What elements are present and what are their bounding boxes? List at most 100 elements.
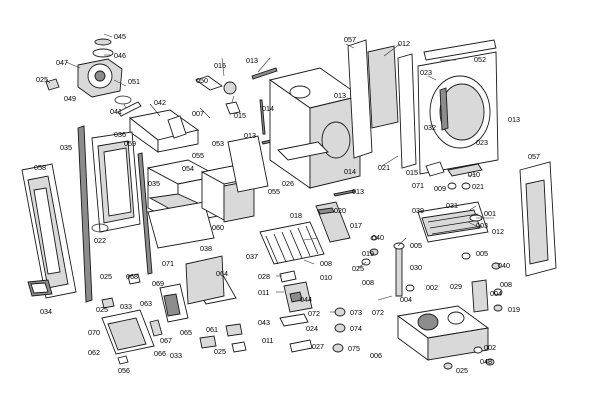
callout-002-a: 002 [426, 283, 438, 292]
callout-068: 068 [126, 272, 138, 281]
callout-024: 024 [306, 324, 318, 333]
callout-035-b: 035 [148, 179, 160, 188]
callout-054: 054 [182, 164, 194, 173]
side-panel-left [347, 39, 417, 169]
callout-029: 029 [450, 282, 462, 291]
callout-055-a: 055 [192, 151, 204, 160]
callout-035-a: 035 [60, 143, 72, 152]
callout-059: 059 [124, 139, 136, 148]
callout-040-b: 040 [498, 261, 510, 270]
callout-026: 026 [282, 179, 294, 188]
callout-007: 007 [192, 109, 204, 118]
rear-panel [417, 39, 499, 175]
leader-lines [45, 33, 494, 313]
callout-001: 001 [484, 209, 496, 218]
callout-008-a: 008 [362, 278, 374, 287]
callout-025-a: 025 [36, 75, 48, 84]
callout-074: 074 [350, 324, 362, 333]
callout-005-b: 005 [476, 249, 488, 258]
callout-021-a: 021 [378, 163, 390, 172]
callout-027: 027 [312, 342, 324, 351]
fittings-bottom-right [361, 235, 503, 370]
callout-058: 058 [34, 163, 46, 172]
callout-034: 034 [40, 307, 52, 316]
callout-006: 006 [370, 351, 382, 360]
callout-020: 020 [334, 206, 346, 215]
callout-056: 056 [118, 366, 130, 375]
callout-069: 069 [152, 279, 164, 288]
front-frame [77, 125, 153, 303]
callout-063: 063 [140, 299, 152, 308]
callout-040-a: 040 [372, 233, 384, 242]
callout-071-a: 071 [412, 181, 424, 190]
callout-014-b: 014 [344, 167, 356, 176]
callout-039: 039 [412, 206, 424, 215]
o-ring [91, 223, 109, 233]
callout-033-a: 033 [120, 302, 132, 311]
callout-labels: 045 046 047 025 049 051 041 042 050 016 … [34, 32, 540, 375]
callout-057-b: 057 [528, 152, 540, 161]
main-casing [268, 67, 362, 189]
callout-004-b: 004 [400, 295, 412, 304]
callout-071-b: 071 [162, 259, 174, 268]
callout-045: 045 [114, 32, 126, 41]
callout-036: 036 [114, 130, 126, 139]
callout-052: 052 [474, 55, 486, 64]
callout-002-b: 002 [484, 343, 496, 352]
callout-018: 018 [290, 211, 302, 220]
callout-061: 061 [206, 325, 218, 334]
front-cover-panel [21, 163, 77, 299]
callout-030: 030 [410, 263, 422, 272]
callout-067: 067 [160, 336, 172, 345]
callout-025-b: 025 [352, 264, 364, 273]
fan-assembly [45, 38, 142, 117]
callout-023-a: 023 [420, 68, 432, 77]
callout-010-a: 010 [468, 170, 480, 179]
callout-025-d: 025 [100, 272, 112, 281]
callout-011-b: 011 [262, 336, 273, 345]
gas-valve [279, 270, 313, 353]
pipe-030 [393, 242, 405, 297]
callout-053: 053 [212, 139, 224, 148]
callout-060: 060 [212, 223, 224, 232]
callout-025-e: 025 [96, 305, 108, 314]
callout-015-a: 015 [234, 111, 246, 120]
combustion-chamber [146, 75, 269, 249]
callout-005-a: 005 [410, 241, 422, 250]
callout-064: 064 [216, 269, 228, 278]
burner [259, 201, 351, 265]
callout-022: 022 [94, 236, 106, 245]
callout-031: 031 [446, 201, 458, 210]
callout-025-f: 025 [214, 347, 226, 356]
callout-013-d: 013 [352, 187, 364, 196]
callout-041: 041 [110, 107, 122, 116]
callout-049: 049 [64, 94, 76, 103]
callout-062: 062 [88, 348, 100, 357]
callout-011-a: 011 [258, 288, 269, 297]
callout-033-b: 033 [170, 351, 182, 360]
callout-015-b: 015 [406, 168, 418, 177]
callout-010-b: 010 [320, 273, 332, 282]
callout-055-b: 055 [268, 187, 280, 196]
display-window [27, 279, 53, 297]
callout-046: 046 [114, 51, 126, 60]
callout-028: 028 [258, 272, 270, 281]
callout-072-b: 072 [372, 308, 384, 317]
callout-043: 043 [258, 318, 270, 327]
callout-070: 070 [88, 328, 100, 337]
callout-003: 003 [476, 221, 488, 230]
callout-044: 044 [300, 295, 312, 304]
callout-075: 075 [348, 344, 360, 353]
callout-032: 032 [424, 123, 436, 132]
callout-037: 037 [246, 252, 258, 261]
side-panel-right [519, 161, 557, 277]
callout-008-c: 008 [500, 280, 512, 289]
callout-065: 065 [180, 328, 192, 337]
callout-017: 017 [350, 221, 362, 230]
callout-023-b: 023 [476, 138, 488, 147]
callout-038: 038 [200, 244, 212, 253]
callout-004-a: 004 [490, 289, 502, 298]
callout-013-a: 013 [246, 56, 258, 65]
callout-009: 009 [434, 184, 446, 193]
